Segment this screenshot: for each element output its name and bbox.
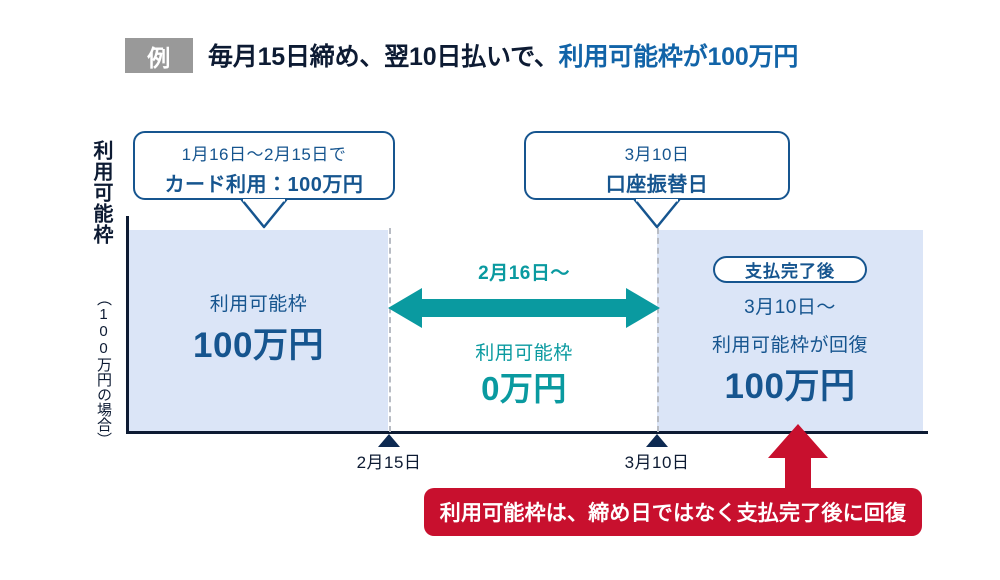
callout-debit-date-line2: 口座振替日 bbox=[605, 174, 709, 196]
after-period-date-label: 3月10日〜 bbox=[744, 297, 836, 318]
y-axis-label: 利用可能枠 bbox=[90, 140, 112, 245]
callout-tail-left-icon bbox=[240, 199, 288, 229]
y-axis-sub-label: （100万円の場合） bbox=[95, 291, 112, 447]
after-period-sub-label: 利用可能枠が回復 bbox=[711, 335, 868, 356]
divider-line-feb15 bbox=[389, 228, 391, 432]
callout-card-usage-line2: カード利用：100万円 bbox=[164, 174, 364, 196]
page-title-plain: 毎月15日締め、翌10日払いで、 bbox=[208, 43, 559, 71]
double-arrow-icon bbox=[388, 288, 660, 328]
x-axis-line bbox=[126, 431, 928, 434]
x-tick-label-feb15: 2月15日 bbox=[356, 453, 422, 472]
middle-period-date-label: 2月16日〜 bbox=[478, 263, 570, 284]
x-tick-marker-mar10-icon bbox=[646, 434, 668, 447]
example-badge: 例 bbox=[125, 38, 193, 73]
middle-period-amount: 0万円 bbox=[481, 370, 567, 407]
middle-period-sub-label: 利用可能枠 bbox=[475, 343, 573, 364]
page-title-accent: 利用可能枠が100万円 bbox=[558, 43, 799, 71]
x-tick-marker-feb15-icon bbox=[378, 434, 400, 447]
callout-card-usage: 1月16日〜2月15日で カード利用：100万円 bbox=[133, 131, 395, 200]
x-tick-label-mar10: 3月10日 bbox=[624, 453, 690, 472]
warning-banner: 利用可能枠は、締め日ではなく支払完了後に回復 bbox=[424, 488, 922, 536]
page-title: 毎月15日締め、翌10日払いで、利用可能枠が100万円 bbox=[208, 37, 798, 73]
payment-complete-badge: 支払完了後 bbox=[713, 256, 867, 283]
period-block-before bbox=[129, 230, 388, 431]
after-period-amount: 100万円 bbox=[724, 367, 856, 406]
callout-debit-date-line1: 3月10日 bbox=[624, 145, 690, 164]
before-period-sub-label: 利用可能枠 bbox=[209, 294, 308, 315]
before-period-amount: 100万円 bbox=[193, 326, 324, 365]
callout-debit-date: 3月10日 口座振替日 bbox=[524, 131, 790, 200]
up-arrow-icon bbox=[768, 424, 828, 492]
y-axis-line bbox=[126, 216, 129, 434]
callout-tail-right-icon bbox=[633, 199, 681, 229]
callout-card-usage-line1: 1月16日〜2月15日で bbox=[181, 145, 347, 164]
divider-line-mar10 bbox=[657, 228, 659, 432]
